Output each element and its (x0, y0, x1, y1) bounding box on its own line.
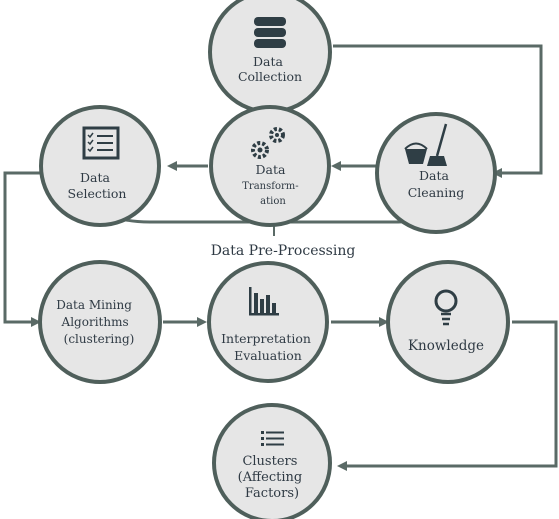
node-label: Data Transform- ation (242, 159, 303, 207)
node-data-cleaning: Data Cleaning (375, 112, 497, 234)
label-line: Interpretation (221, 331, 311, 346)
lightbulb-icon (434, 289, 458, 326)
label-line: Factors) (245, 486, 299, 501)
label-line: Evaluation (234, 348, 302, 363)
label-line: Data (419, 168, 449, 183)
node-label: Interpretation Evaluation (221, 331, 315, 363)
node-circle (386, 260, 510, 384)
arrow-collection-to-cleaning (333, 44, 543, 178)
preprocessing-label: Data Pre-Processing (211, 243, 356, 259)
checklist-icon (82, 126, 120, 160)
label-line: Data (255, 162, 285, 177)
node-label: Data Cleaning (408, 168, 465, 200)
bucket-mop-icon (404, 123, 448, 166)
label-line: Selection (68, 186, 127, 201)
node-clusters: Clusters (Affecting Factors) (212, 403, 332, 519)
connectors (3, 44, 558, 471)
label-line: Clusters (242, 454, 297, 469)
node-label: Knowledge (408, 338, 484, 354)
label-line: Data Mining (56, 298, 132, 312)
database-icon (254, 17, 286, 48)
arrow-selection-to-mining (3, 171, 42, 327)
bar-chart-icon (249, 287, 279, 316)
node-label: Data Selection (68, 170, 127, 201)
node-circle (38, 260, 162, 384)
arrow-knowledge-to-clusters (337, 320, 558, 471)
node-label: Data Mining Algorithms (clustering) (56, 298, 136, 346)
label-line: Cleaning (408, 185, 465, 200)
gears-icon (251, 127, 285, 159)
label-line: ation (260, 196, 286, 207)
node-label: Data Collection (238, 54, 302, 84)
node-circle (209, 105, 331, 227)
label-line: Collection (238, 69, 302, 84)
label-line: Data (253, 54, 283, 69)
node-circle (207, 261, 329, 383)
node-data-mining: Data Mining Algorithms (clustering) (38, 260, 162, 384)
label-line: Data (80, 170, 110, 185)
label-line: Knowledge (408, 338, 484, 354)
label-line: Transform- (242, 181, 298, 192)
list-icon (261, 431, 284, 446)
node-data-selection: Data Selection (39, 105, 161, 227)
label-line: (Affecting (238, 470, 303, 485)
node-knowledge: Knowledge (386, 260, 510, 384)
node-interpretation: Interpretation Evaluation (207, 261, 329, 383)
label-line: (clustering) (64, 332, 135, 346)
node-circle (212, 403, 332, 519)
node-circle (39, 105, 161, 227)
node-data-collection: Data Collection (208, 0, 332, 114)
node-label: Clusters (Affecting Factors) (238, 454, 307, 501)
node-data-transformation: Data Transform- ation (209, 105, 331, 227)
label-line: Algorithms (61, 315, 129, 329)
node-circle (375, 112, 497, 234)
